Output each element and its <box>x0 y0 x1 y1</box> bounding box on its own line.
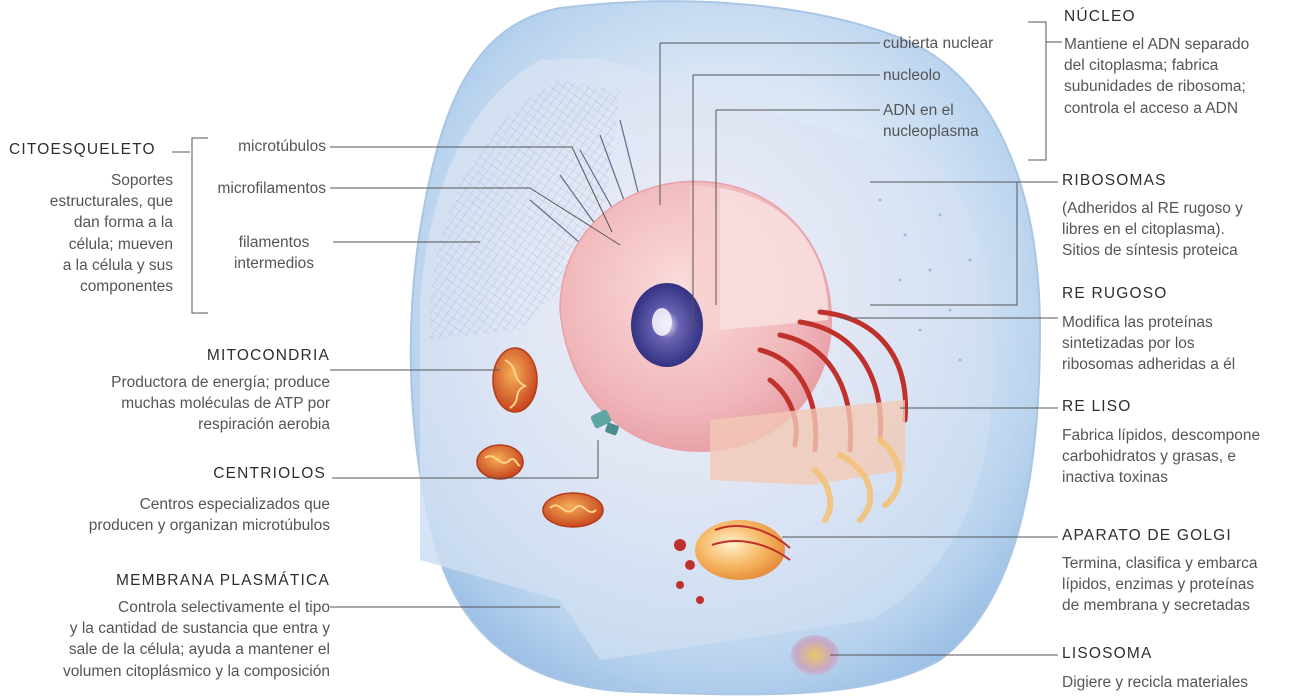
re-liso-title: RE LISO <box>1062 398 1132 416</box>
golgi-desc: Termina, clasifica y embarca lípidos, en… <box>1062 553 1314 617</box>
nucleo-desc: Mantiene el ADN separado del citoplasma;… <box>1064 34 1314 119</box>
lisosoma-desc: Digiere y recicla materiales <box>1062 672 1314 693</box>
microtubulos-label: microtúbulos <box>206 136 326 157</box>
golgi-title: APARATO DE GOLGI <box>1062 527 1232 545</box>
mitocondria-desc: Productora de energía; produce muchas mo… <box>20 372 330 436</box>
membrana-title: MEMBRANA PLASMÁTICA <box>40 572 330 590</box>
cubierta-nuclear-label: cubierta nuclear <box>883 33 993 54</box>
ribosomas-title: RIBOSOMAS <box>1062 172 1167 190</box>
centriolos-title: CENTRIOLOS <box>60 465 326 483</box>
citoesqueleto-title: CITOESQUELETO <box>9 141 156 159</box>
re-liso-desc: Fabrica lípidos, descompone carbohidrato… <box>1062 425 1314 489</box>
filamentos-intermedios-label: filamentos intermedios <box>222 232 326 274</box>
microfilamentos-label: microfilamentos <box>190 178 326 199</box>
membrana-desc: Controla selectivamente el tipo y la can… <box>0 597 330 682</box>
re-rugoso-desc: Modifica las proteínas sintetizadas por … <box>1062 312 1314 376</box>
re-rugoso-title: RE RUGOSO <box>1062 285 1168 303</box>
adn-nucleoplasma-label: ADN en el nucleoplasma <box>883 100 979 142</box>
citoesqueleto-desc: Soportes estructurales, que dan forma a … <box>10 170 173 297</box>
mitocondria-title: MITOCONDRIA <box>60 347 330 365</box>
lisosoma-title: LISOSOMA <box>1062 645 1153 663</box>
nucleolo-label: nucleolo <box>883 65 941 86</box>
nucleo-title: NÚCLEO <box>1064 8 1136 26</box>
centriolos-desc: Centros especializados que producen y or… <box>0 494 330 536</box>
ribosomas-desc: (Adheridos al RE rugoso y libres en el c… <box>1062 198 1314 262</box>
